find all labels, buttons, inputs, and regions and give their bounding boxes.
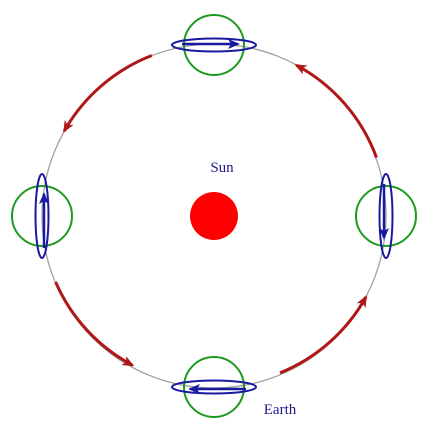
earth-globe-icon [355,185,417,247]
rotation-band-icon [34,173,50,259]
earth-left [11,173,73,259]
orbit-arrow-icon [54,281,135,367]
sun-disc-icon [190,192,238,240]
earth-right [355,173,417,259]
earth-top [171,14,257,76]
rotation-band-icon [171,379,257,395]
sun-label: Sun [210,160,234,176]
earth-label: Earth [264,402,297,418]
orbit-arrow-icon [62,54,153,133]
rotation-band-icon [378,173,394,259]
rotation-band-icon [171,37,257,53]
orbit-arrow-icon [279,295,368,375]
earth-globe-icon [11,185,73,247]
earth-bottom [171,356,257,418]
orbit-arrow-icon [294,63,378,159]
earth-globe-icon [183,356,245,418]
